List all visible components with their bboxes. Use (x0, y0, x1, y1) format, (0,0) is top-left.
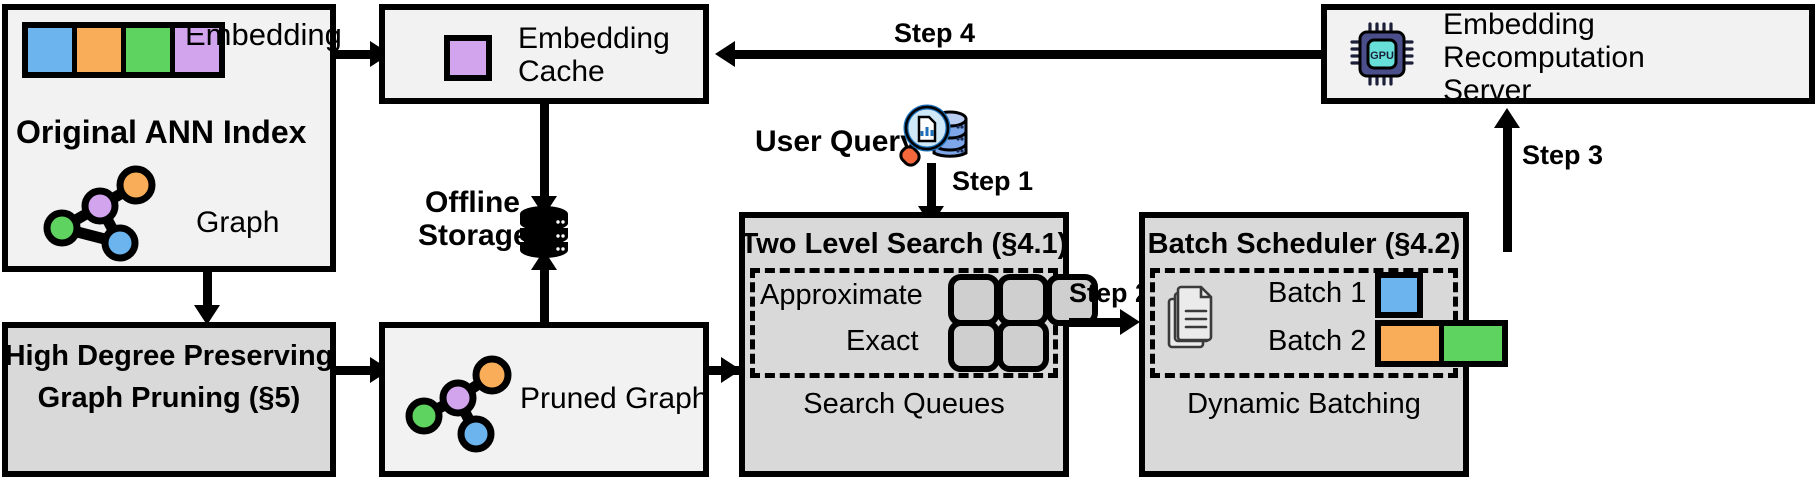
arrow-step4-shaft (735, 50, 1321, 59)
gpu-chip-icon: GPU (1350, 22, 1414, 86)
original-graph-icon (38, 165, 158, 263)
exact-queue-cells (948, 320, 1049, 372)
embedding-cache-box (379, 4, 709, 104)
graph-pruning-title-line2: Graph Pruning (§5) (37, 382, 301, 414)
recomputation-server-line2: Recomputation (1443, 41, 1645, 74)
step3-label: Step 3 (1522, 140, 1604, 170)
step2-label: Step 2 (1069, 278, 1151, 308)
arrow-pruned-to-storage-head (531, 250, 557, 270)
svg-text:GPU: GPU (1370, 50, 1394, 62)
recomputation-server-line3: Server (1443, 74, 1532, 107)
embedding-swatch-orange (77, 28, 126, 72)
queue-cell (997, 274, 1049, 326)
batch-2-swatches (1375, 320, 1508, 367)
embedding-swatch-strip (22, 22, 225, 78)
exact-row-label: Exact (846, 325, 919, 357)
embedding-label: Embedding (185, 17, 342, 52)
approximate-row-label: Approximate (760, 279, 923, 311)
arrow-step1-shaft (927, 163, 936, 211)
offline-storage-label-line2: Storage (418, 219, 530, 252)
original-ann-index-title: Original ANN Index (16, 114, 307, 150)
arrow-index-to-pruning-head (194, 305, 220, 325)
embedding-swatch-green (126, 28, 175, 72)
two-level-search-title: Two Level Search (§4.1) (740, 228, 1068, 260)
arrow-cache-to-storage-shaft (540, 104, 549, 200)
arrow-step4-head (715, 41, 735, 67)
search-queues-caption: Search Queues (803, 388, 1005, 420)
dynamic-batching-caption: Dynamic Batching (1187, 388, 1421, 420)
embedding-swatch-blue (28, 28, 77, 72)
arrow-pruned-to-storage-shaft (540, 268, 549, 326)
queue-cell (948, 274, 1000, 326)
embedding-cache-swatch (444, 35, 492, 81)
embedding-cache-title-line1: Embedding (518, 22, 670, 55)
step1-label: Step 1 (952, 166, 1034, 196)
embedding-swatch-purple (175, 28, 219, 72)
batch-1-swatch-blue (1375, 272, 1423, 318)
arrow-index-to-cache-shaft (336, 50, 376, 59)
graph-label: Graph (196, 206, 280, 239)
pruned-graph-box (379, 322, 709, 477)
arrow-pruned-to-search-head (721, 357, 741, 383)
recomputation-server-line1: Embedding (1443, 8, 1595, 41)
arrow-step2-shaft (1069, 318, 1131, 327)
batch-1-label: Batch 1 (1268, 277, 1367, 309)
batch-2-swatch-orange (1381, 326, 1444, 361)
pruned-graph-icon (402, 355, 512, 453)
arrow-pruning-to-pruned-shaft (336, 366, 376, 375)
batch-2-swatch-green (1444, 326, 1502, 361)
arrow-step2-head (1120, 309, 1140, 335)
arrow-step3-head (1494, 108, 1520, 128)
search-database-icon (899, 103, 972, 169)
arrow-index-to-pruning-shaft (203, 272, 212, 307)
graph-pruning-box (2, 322, 336, 477)
step4-label: Step 4 (894, 18, 976, 48)
queue-cell (948, 320, 1000, 372)
batch-scheduler-title: Batch Scheduler (§4.2) (1147, 228, 1461, 260)
pruned-graph-label: Pruned Graph (520, 382, 709, 415)
offline-storage-label-line1: Offline (425, 186, 520, 219)
documents-icon (1167, 285, 1223, 355)
queue-cell (997, 320, 1049, 372)
graph-pruning-title-line1: High Degree Preserving (4, 340, 334, 372)
user-query-label: User Query (755, 125, 917, 158)
embedding-cache-title-line2: Cache (518, 55, 605, 88)
arrow-step3-shaft (1503, 126, 1512, 252)
batch-2-label: Batch 2 (1268, 325, 1367, 357)
